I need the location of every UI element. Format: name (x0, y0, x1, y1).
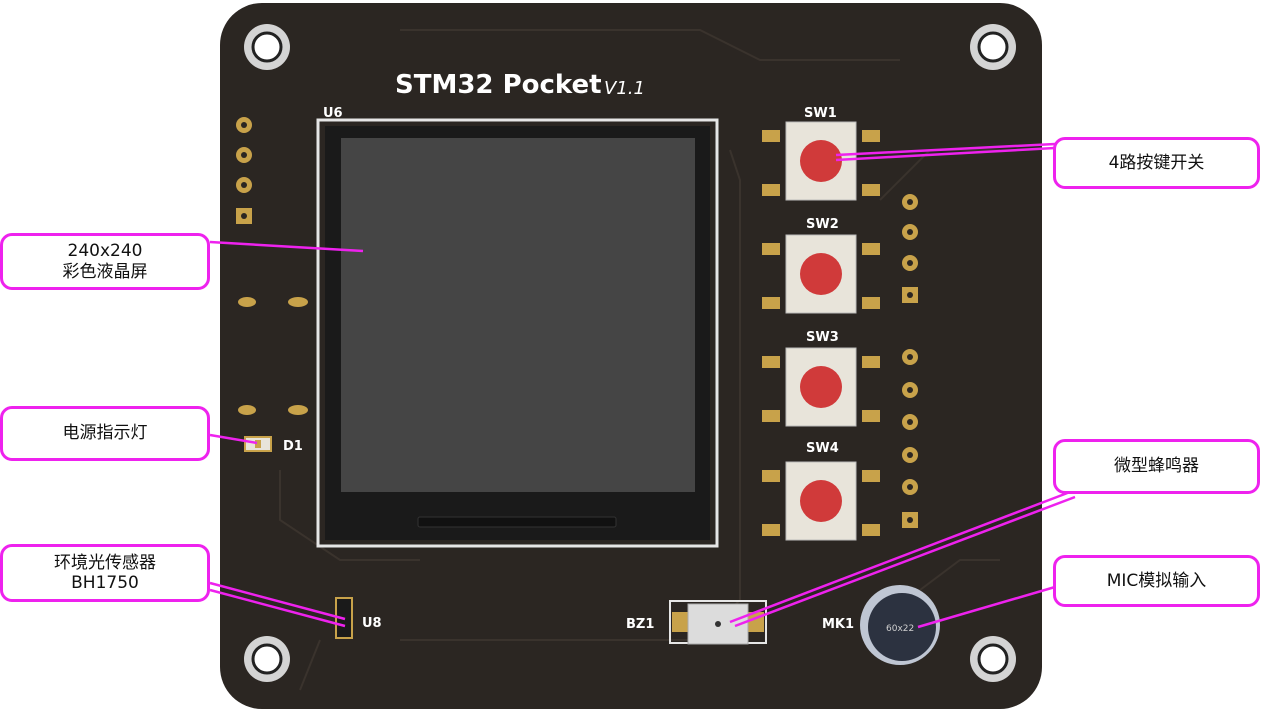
board-version: V1.1 (604, 78, 645, 99)
mounting-hole-tl (244, 24, 290, 70)
lcd-ref: U6 (323, 106, 343, 121)
callout-buzzer: 微型蜂鸣器 (1053, 439, 1260, 494)
mounting-hole-bl (244, 636, 290, 682)
leader-buttons-b (835, 146, 1056, 162)
led-ref: D1 (283, 439, 303, 454)
callout-mic-text: MIC模拟输入 (1106, 570, 1207, 591)
mic-mk1: MK1 60x22 (822, 585, 940, 665)
lcd-outline (316, 118, 719, 548)
switch-ref: SW1 (804, 106, 837, 121)
led-d1: D1 (244, 436, 303, 454)
mic-marking: 60x22 (886, 624, 914, 634)
switch-sw1: SW1 (762, 106, 880, 201)
leader-sensor-a (209, 581, 346, 621)
callout-light-sensor: 环境光传感器 BH1750 (0, 544, 210, 602)
callout-mic: MIC模拟输入 (1053, 555, 1260, 607)
button-cap (800, 480, 842, 522)
leader-power-led (209, 433, 258, 445)
mounting-hole-br (970, 636, 1016, 682)
sensor-ref: U8 (362, 616, 382, 631)
switch-sw2: SW2 (762, 217, 880, 314)
leader-sensor-b (209, 588, 346, 628)
switch-ref: SW2 (806, 217, 839, 232)
lcd-connector (417, 516, 617, 528)
leader-buttons-a (835, 142, 1056, 157)
callout-buzzer-text: 微型蜂鸣器 (1114, 456, 1199, 477)
lcd-screen (341, 138, 695, 492)
leader-buzzer-a (729, 490, 1071, 624)
callout-lcd-line2: 彩色液晶屏 (62, 261, 148, 282)
callout-buttons-text: 4路按键开关 (1108, 152, 1205, 173)
button-cap (800, 366, 842, 408)
callout-buttons: 4路按键开关 (1053, 137, 1260, 189)
left-oval-pads (238, 297, 308, 415)
buzzer-ref: BZ1 (626, 617, 654, 632)
button-cap (800, 253, 842, 295)
leader-buzzer-b (734, 495, 1076, 628)
callout-light-sensor-line1: 环境光传感器 (54, 552, 156, 573)
leader-lcd (209, 240, 364, 253)
switch-sw4: SW4 (762, 441, 880, 541)
callout-light-sensor-line2: BH1750 (71, 573, 139, 593)
leader-mic (917, 585, 1056, 629)
switch-ref: SW4 (806, 441, 839, 456)
switch-ref: SW3 (806, 330, 839, 345)
callout-lcd: 240x240 彩色液晶屏 (0, 233, 210, 290)
mounting-holes (244, 24, 1016, 682)
mounting-hole-tr (970, 24, 1016, 70)
button-cap (800, 140, 842, 182)
mic-ref: MK1 (822, 617, 854, 632)
callout-lcd-line1: 240x240 (67, 241, 143, 262)
callout-power-led: 电源指示灯 (0, 406, 210, 461)
board-title: STM32 Pocket (395, 70, 602, 100)
left-header-pins (236, 117, 252, 224)
leader-lines (209, 142, 1076, 629)
callout-power-led-text: 电源指示灯 (62, 423, 148, 444)
right-header-pins (902, 194, 918, 528)
buzzer-bz1: BZ1 (626, 600, 767, 645)
switch-sw3: SW3 (762, 330, 880, 427)
